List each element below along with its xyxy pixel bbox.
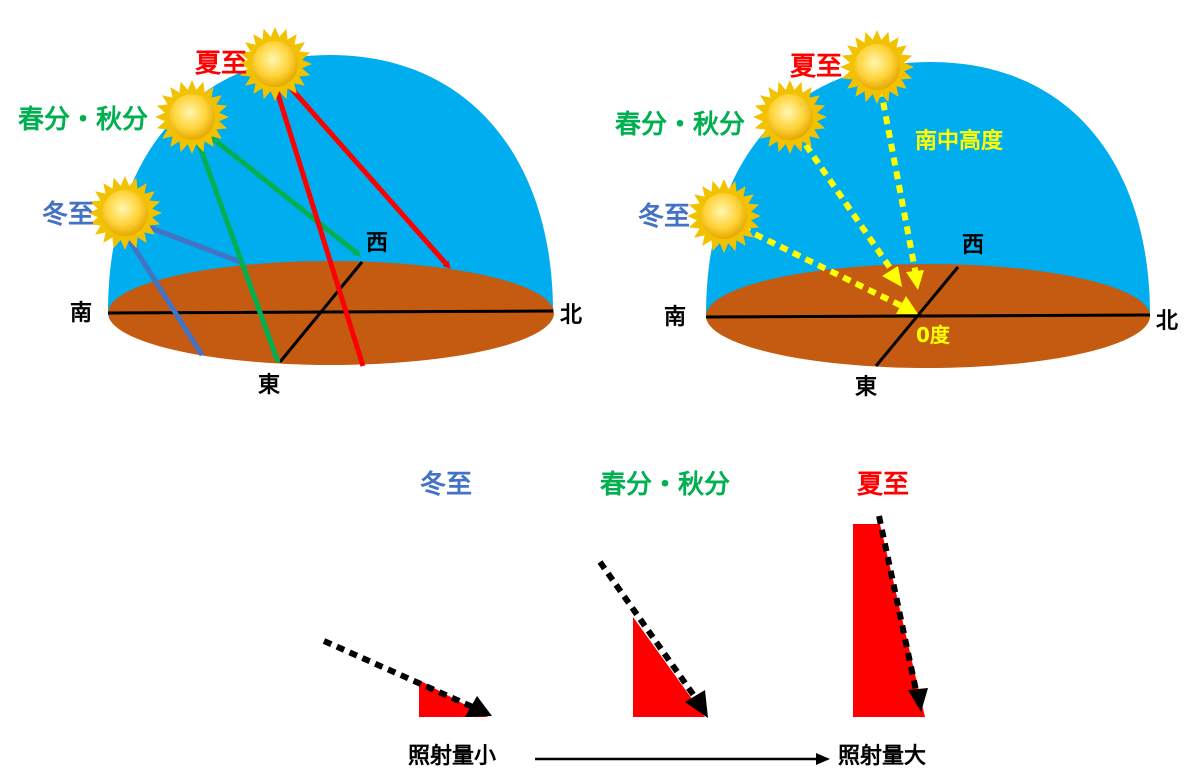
- right-summer-ray: [875, 74, 919, 276]
- left-label-west: 西: [366, 231, 388, 256]
- left-label-equinox: 春分・秋分: [18, 105, 148, 135]
- sun-disc: [854, 44, 900, 90]
- right-label-summer: 夏至: [790, 52, 842, 82]
- sun-icon: [88, 176, 162, 250]
- bottom-label-equinox: 春分・秋分: [600, 470, 730, 500]
- equinox-sunlight-arrow: [597, 560, 700, 702]
- sun-disc: [169, 94, 215, 140]
- sun-icon: [155, 80, 229, 154]
- sun-disc: [767, 94, 813, 140]
- right-south-north-line: [705, 313, 1151, 319]
- sun-icon: [687, 179, 761, 253]
- right-equinox-ray: [787, 120, 898, 277]
- right-label-west: 西: [962, 233, 984, 258]
- right-label-culmination: 南中高度: [915, 128, 1004, 154]
- left-diagram: 夏至 春分・秋分 冬至 南 北 西 東: [18, 27, 582, 398]
- right-label-winter: 冬至: [638, 202, 690, 232]
- sun-icon: [238, 27, 312, 101]
- winter-sunlight-arrow: [322, 638, 477, 711]
- left-label-summer: 夏至: [195, 49, 247, 79]
- left-label-east: 東: [258, 373, 280, 398]
- right-east-west-line: [874, 266, 960, 367]
- right-winter-ray: [728, 219, 912, 313]
- irradiance-comparison: 冬至 春分・秋分 夏至 照射量小 照射量大: [322, 470, 928, 769]
- sun-icon: [753, 80, 827, 154]
- right-label-south: 南: [664, 305, 686, 330]
- left-south-north-line: [107, 309, 554, 315]
- right-summer-ray-head: [906, 270, 924, 290]
- right-winter-ray-head: [896, 296, 918, 314]
- label-irradiance-high: 照射量大: [838, 743, 926, 769]
- bottom-label-summer: 夏至: [857, 470, 909, 500]
- equinox-sunlight-arrowhead: [685, 690, 708, 718]
- summer-irradiance-area: [853, 524, 925, 717]
- left-east-west-line: [278, 261, 364, 363]
- equinox-irradiance-triangle: [633, 617, 705, 717]
- sun-disc: [252, 41, 298, 87]
- summer-sunlight-arrowhead: [908, 688, 928, 712]
- left-equinox-ray-1: [190, 120, 362, 257]
- label-irradiance-low: 照射量小: [408, 743, 496, 769]
- left-winter-ray-2: [117, 223, 205, 357]
- right-equinox-ray-head: [882, 266, 902, 287]
- right-diagram: 夏至 春分・秋分 冬至 南中高度 0度 南 北 西 東: [615, 30, 1178, 400]
- sun-disc: [102, 190, 148, 236]
- sun-disc: [701, 193, 747, 239]
- right-label-zero: 0度: [916, 323, 951, 347]
- winter-sunlight-arrowhead: [465, 696, 492, 717]
- right-label-east: 東: [855, 375, 877, 400]
- right-label-north: 北: [1156, 309, 1178, 334]
- left-label-winter: 冬至: [42, 200, 94, 230]
- summer-sunlight-arrow: [876, 515, 920, 696]
- bottom-label-winter: 冬至: [420, 470, 472, 500]
- arrow-right-icon: [816, 753, 830, 765]
- right-label-equinox: 春分・秋分: [615, 110, 745, 140]
- left-label-north: 北: [560, 303, 582, 328]
- left-equinox-ray-2: [189, 124, 281, 363]
- left-summer-ray-2: [269, 74, 366, 367]
- sun-icon: [840, 30, 914, 104]
- left-label-south: 南: [70, 301, 92, 326]
- left-summer-ray-1: [273, 68, 451, 269]
